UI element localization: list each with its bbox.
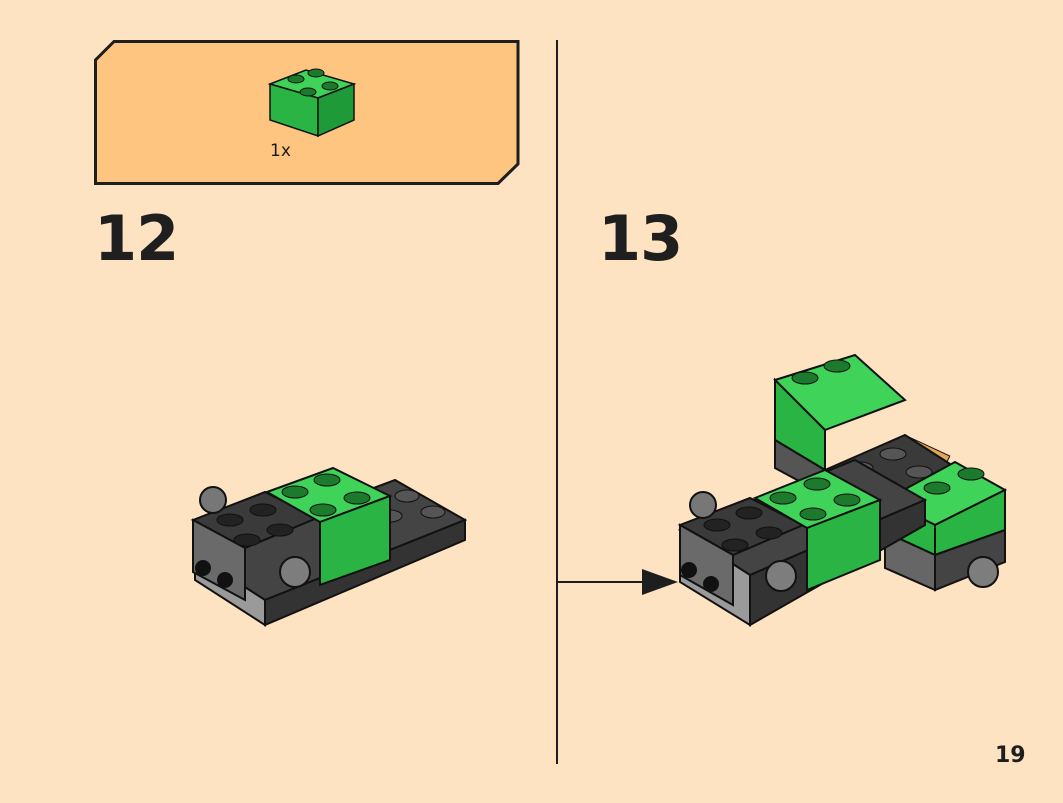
green-2x2-brick-icon <box>267 68 357 138</box>
step-divider <box>556 40 558 764</box>
parts-callout-frame <box>94 40 520 185</box>
part-quantity: 1x <box>270 141 291 161</box>
step-13-arrow-icon <box>558 569 678 595</box>
step-13-model-illustration <box>677 353 1008 627</box>
parts-callout: 1x <box>94 40 522 185</box>
step-number-12: 12 <box>94 202 179 275</box>
step-12-model-illustration <box>190 466 468 627</box>
step-number-13: 13 <box>598 202 683 275</box>
page-number: 19 <box>995 743 1026 768</box>
